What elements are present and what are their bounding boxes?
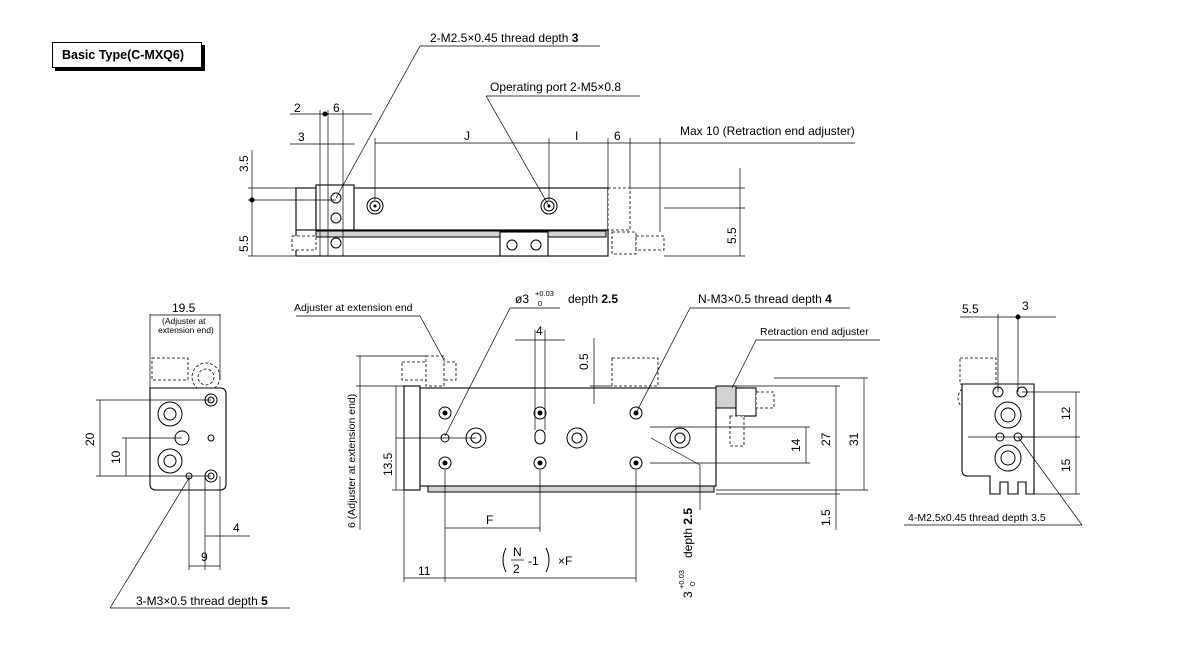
formula-2: 2 [513,562,520,576]
top-port-1-inner [369,200,381,212]
front-retraction-label: Retraction end adjuster [760,326,869,338]
left-dim-9: 9 [201,550,208,564]
front-rail [427,485,715,493]
front-dim-F: F [486,513,493,527]
top-dim-3-5: 3.5 [237,155,251,172]
top-dim-5-5-left: 5.5 [237,235,251,252]
front-thread-callout: N-M3×0.5 thread depth 4 [698,292,832,306]
title-box: Basic Type(C-MXQ6) [52,42,202,68]
front-hole-tol-upper: +0.03 [535,289,554,298]
top-thread-hole-3 [330,237,342,249]
front-dim-27: 27 [819,432,833,446]
left-port-top [157,401,183,427]
top-thread-callout: 2-M2.5×0.45 thread depth 3 [430,31,579,45]
front-dim-13-5: 13.5 [381,452,395,476]
front-adjuster-ext-label: Adjuster at extension end [294,302,413,314]
right-dim-5-5: 5.5 [962,302,979,316]
front-retraction-nut [735,387,757,417]
left-thread-mid [207,434,215,442]
top-dim-6a: 6 [333,101,340,115]
front-dim-31: 31 [847,432,861,446]
front-ext-adjuster-nut [425,355,445,387]
front-dim-14: 14 [789,438,803,452]
top-view: 2 6 3 J I 6 Max 10 (Retraction end adjus… [237,31,855,257]
front-table [419,387,717,487]
top-table [353,187,609,231]
formula-F: ×F [558,554,572,568]
front-dim-0-5: 0.5 [577,353,591,370]
top-thread-hole-1 [330,192,342,204]
front-vertical-callout: 3 +0.03 0 depth 2.5 [677,508,697,598]
top-dim-5-5-right: 5.5 [725,227,739,244]
right-dim-12: 12 [1059,406,1073,420]
left-note-line2: extension end) [158,325,214,335]
top-thread-hole-2 [330,212,342,224]
left-view: 19.5 (Adjuster at extension end) 20 10 4… [83,301,290,609]
front-dim-1-5: 1.5 [819,509,833,526]
top-dim-6b: 6 [614,129,621,143]
top-port-callout: Operating port 2-M5×0.8 [490,80,621,94]
left-body [149,387,227,491]
top-dim-3: 3 [298,130,305,144]
front-hole-tol-lower: 0 [538,299,542,308]
formula-N: N [513,545,522,559]
top-port-2-inner [543,200,555,212]
top-port-bracket [499,231,549,257]
top-adjuster-dashed [607,187,631,231]
front-slot [534,429,546,445]
svg-text:0: 0 [688,582,697,586]
right-port-top [994,401,1022,429]
top-max-adjust: Max 10 (Retraction end adjuster) [680,124,855,138]
right-view: 5.5 3 12 15 4-M2.5x0.45 thread depth 3.5 [904,299,1083,526]
right-dim-15: 15 [1059,458,1073,472]
front-dim-4: 4 [536,324,543,338]
top-dim-I: I [575,129,578,143]
top-left-screw-dashed [291,235,317,251]
front-retraction-adjuster [715,385,737,409]
top-dim-2: 2 [294,101,301,115]
left-note-line1: (Adjuster at [162,316,206,326]
right-body [961,383,1035,495]
drawing-title: Basic Type(C-MXQ6) [62,48,185,62]
svg-text:+0.03: +0.03 [677,570,686,589]
left-port-bottom [157,448,183,474]
left-thread-callout: 3-M3×0.5 thread depth 5 [136,594,268,608]
left-dim-4: 4 [233,521,240,535]
right-thread-callout: 4-M2.5x0.45 thread depth 3.5 [908,512,1046,524]
front-thread-holes [438,406,643,470]
front-right-dashed [729,415,745,447]
front-retraction-screw [755,391,775,409]
front-top-dashed [611,357,659,387]
front-bore-2 [566,427,588,449]
left-dim-19-5: 19.5 [172,301,196,315]
front-bore-3 [669,427,691,449]
right-adjuster-dashed [959,357,997,385]
left-dim-20: 20 [83,432,97,446]
top-adjuster-screw [635,235,665,251]
top-rail [315,230,607,238]
top-end-block [295,187,317,231]
top-adjuster-lower [611,231,637,255]
svg-text:3: 3 [681,591,695,598]
front-dim-11: 11 [418,564,431,578]
front-view: Adjuster at extension end ø3 +0.03 0 dep… [294,289,880,598]
left-dim-10: 10 [109,450,123,464]
svg-text:depth 2.5: depth 2.5 [681,508,695,558]
left-adjuster-dashed [151,357,189,381]
front-formula: N 2 -1 ×F [502,545,572,576]
formula-minus-one: -1 [528,554,539,568]
right-port-bottom [994,444,1022,472]
top-dim-J: J [464,129,470,143]
front-dim-6-adjuster: 6 (Adjuster at extension end) [346,394,358,528]
right-dim-3: 3 [1022,299,1029,313]
left-adjuster-circle [191,362,221,392]
front-hole-callout-depth: depth 2.5 [568,292,618,306]
front-hole-callout: ø3 [515,292,529,306]
